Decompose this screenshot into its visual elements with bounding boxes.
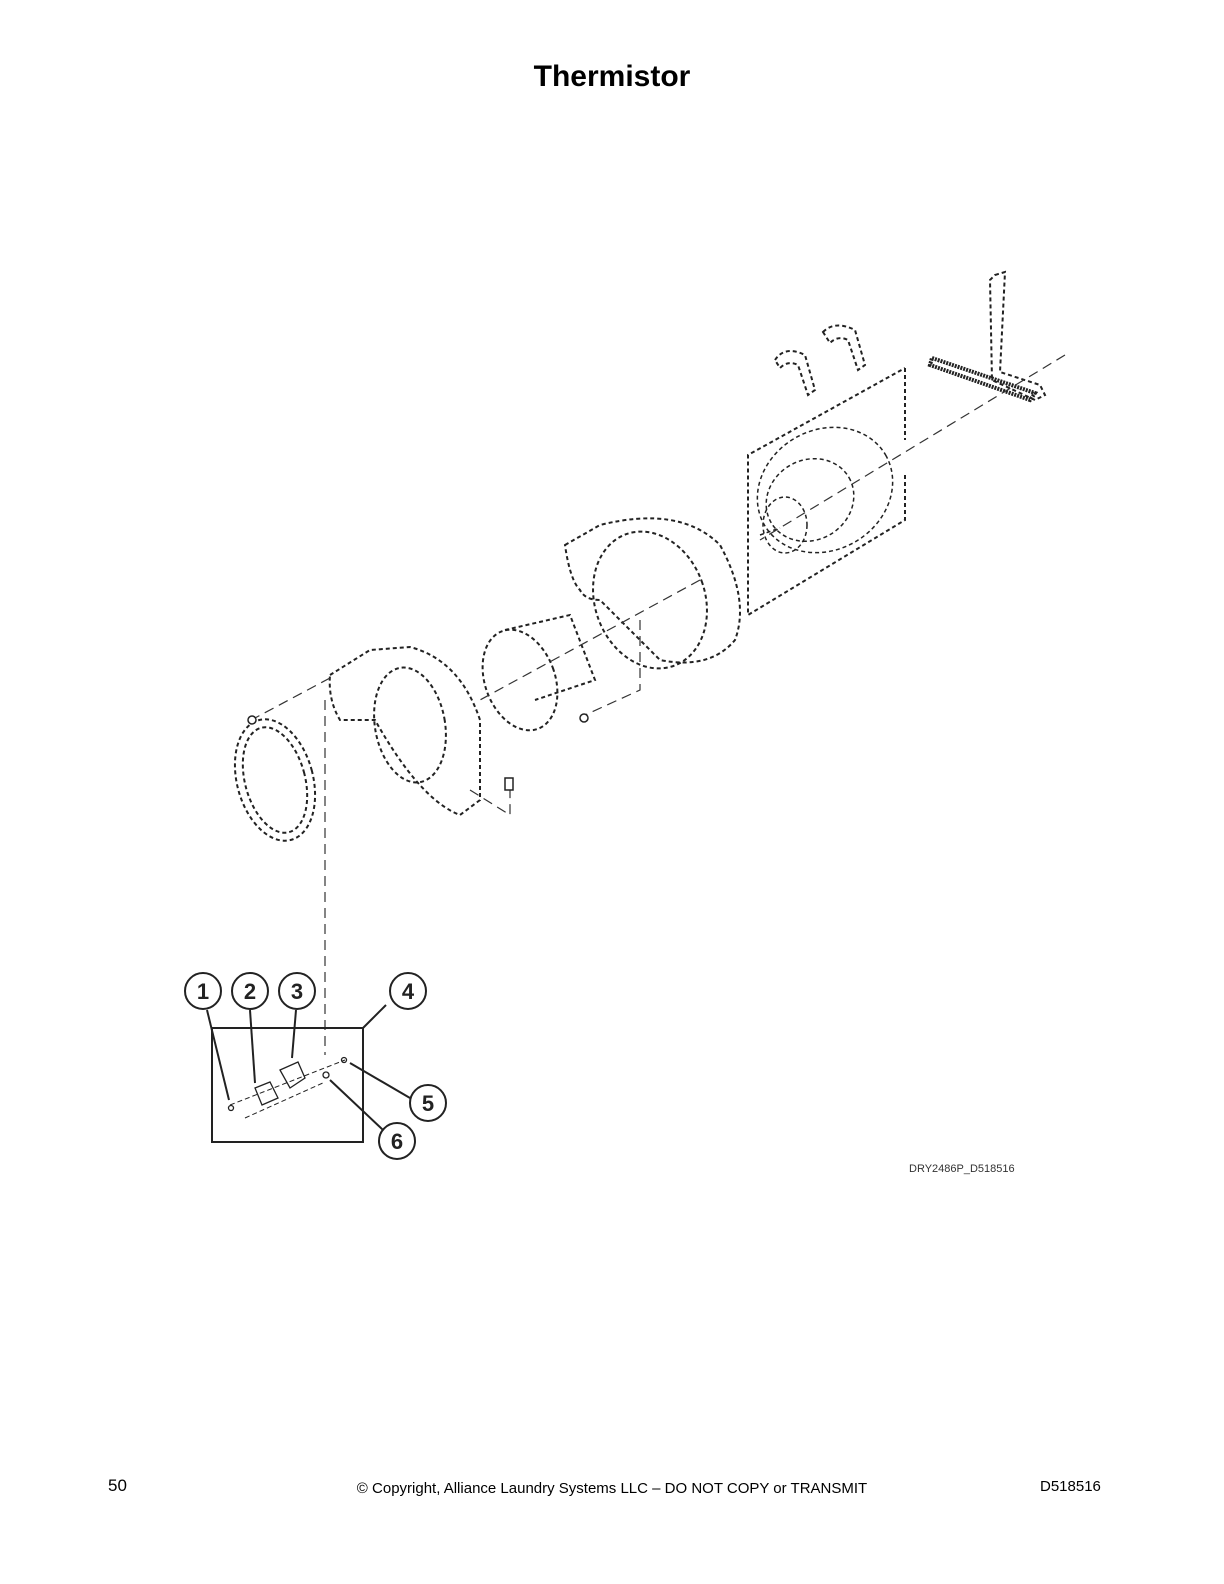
svg-text:3: 3 [291, 979, 303, 1004]
callout-leaders [206, 1009, 411, 1131]
blower-wheel [481, 613, 597, 732]
callout-6: 6 [378, 1122, 416, 1160]
callout-1: 1 [184, 972, 222, 1010]
blower-housing-front [328, 645, 481, 817]
callout-2: 2 [231, 972, 269, 1010]
page-number: 50 [108, 1476, 127, 1495]
motor-clamps [773, 324, 867, 397]
copyright-notice: © Copyright, Alliance Laundry Systems LL… [356, 1480, 868, 1497]
drive-belt [927, 270, 1047, 403]
screws [247, 713, 589, 791]
motor-assembly [756, 426, 894, 554]
assembly-centerlines [254, 354, 1066, 1055]
svg-text:6: 6 [391, 1129, 403, 1154]
svg-text:2: 2 [244, 979, 256, 1004]
thermistor-inset [211, 1004, 387, 1143]
callout-5: 5 [409, 1084, 447, 1122]
callout-4: 4 [389, 972, 427, 1010]
document-id: D518516 [1040, 1478, 1101, 1495]
svg-text:5: 5 [422, 1091, 434, 1116]
page-title: Thermistor [533, 60, 691, 93]
seal-ring [233, 718, 317, 842]
blower-housing [563, 517, 741, 670]
callout-3: 3 [278, 972, 316, 1010]
svg-text:4: 4 [402, 979, 415, 1004]
svg-text:1: 1 [197, 979, 209, 1004]
motor-mount-frame [747, 367, 906, 617]
figure-id: DRY2486P_D518516 [909, 1163, 1015, 1175]
